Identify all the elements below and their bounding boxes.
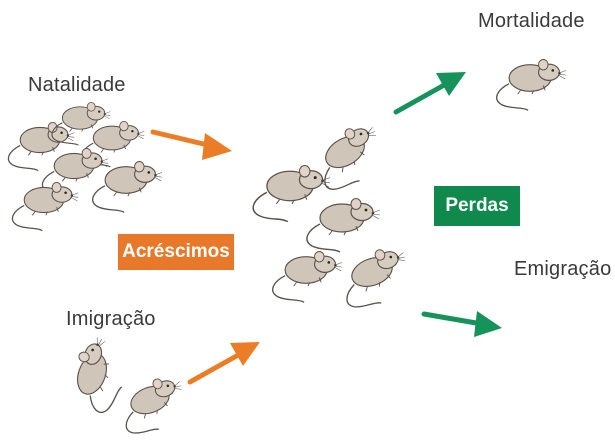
mouse-icon xyxy=(63,334,134,417)
mouse-icon xyxy=(334,242,417,313)
badge-perdas: Perdas xyxy=(434,186,520,226)
mouse-icon xyxy=(307,199,380,253)
label-imigracao: Imigração xyxy=(66,308,156,331)
arrow-mortalidade xyxy=(396,72,466,112)
imigracao-mice-group xyxy=(63,334,192,440)
natalidade-mice-group xyxy=(8,102,162,230)
arrow-imigracao xyxy=(190,342,260,382)
mouse-icon xyxy=(497,59,566,110)
mouse-icon xyxy=(12,182,78,230)
mouse-icon xyxy=(93,161,162,212)
population-mice-group xyxy=(253,118,417,314)
label-natalidade: Natalidade xyxy=(28,74,126,97)
arrow-natalidade xyxy=(153,132,232,160)
arrow-emigracao xyxy=(424,311,502,337)
mouse-icon xyxy=(114,372,192,440)
mouse-icon xyxy=(253,166,330,222)
mouse-icon xyxy=(273,251,342,302)
label-mortalidade: Mortalidade xyxy=(478,10,585,33)
badge-acrescimos: Acréscimos xyxy=(118,234,234,270)
label-emigracao: Emigração xyxy=(514,258,611,281)
mortalidade-mouse xyxy=(497,59,566,110)
